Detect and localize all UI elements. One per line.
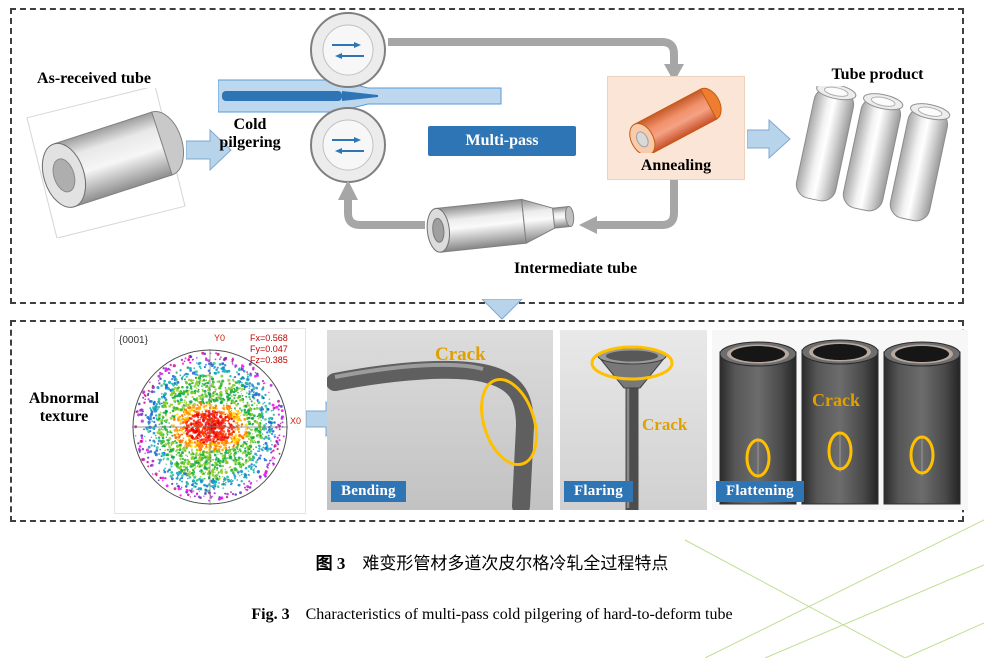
flaring-defect-photo: Crack Flaring [560,330,707,510]
annealed-tube-illustration [629,87,722,153]
caption-cn-text: 难变形管材多道次皮尔格冷轧全过程特点 [362,554,669,573]
cold-pilgering-line1: Cold [233,116,267,133]
pole-figure-dots [134,351,285,502]
product-tube-3 [889,103,951,222]
watermark-lines [684,519,984,658]
as-received-tube-illustration [26,88,186,238]
intermediate-tube-illustration [426,198,575,253]
as-received-tube-label: As-received tube [37,70,151,87]
top-roller [310,12,386,88]
crack-ellipse-annotation [909,435,935,475]
crack-ellipse-annotation [745,438,771,478]
flattening-label: Flattening [716,481,804,502]
pole-figure: {0001} Y0 X0 Fx=0.568 Fy=0.047 Fz=0.385 [114,328,306,514]
orange-cylinder [629,87,722,153]
product-tube-2 [842,93,904,212]
panel-connector-down-arrow-icon [481,299,523,320]
tube-product-label: Tube product [831,66,924,83]
abnormal-texture-line2: texture [39,408,89,426]
annealing-label: Annealing [640,156,712,174]
flattened-tube-1 [719,341,797,505]
flattened-tube-2 [801,339,879,505]
pole-fz-value: Fz=0.385 [250,355,288,365]
flattened-tube-3 [883,341,961,505]
product-tube-1 [795,86,857,202]
pole-y-label: Y0 [214,333,225,343]
intermediate-cylinder [426,198,575,253]
cold-pilgering-label: Cold pilgering [205,116,295,153]
crack-annotation-text: Crack [435,344,486,365]
flattening-defect-photo: Crack Flattening [712,330,968,510]
flaring-label: Flaring [564,481,633,502]
flow-arrow-right-icon [186,128,232,172]
abnormal-texture-line1: Abnormal [28,390,100,407]
tube-cylinder [41,111,184,208]
multi-pass-label: Multi-pass [428,126,576,156]
crack-annotation-text: Crack [812,390,860,410]
crack-ellipse-annotation [827,431,853,471]
pilger-mill-illustration [218,12,502,183]
tube-product-illustration [795,86,951,222]
caption-en-text: Characteristics of multi-pass cold pilge… [305,606,733,623]
flow-arrow-right-icon [747,118,791,160]
cold-pilgering-line2: pilgering [219,134,281,152]
pole-fy-value: Fy=0.047 [250,344,288,354]
bent-tube [327,360,535,510]
crack-ellipse-annotation [590,345,674,381]
caption-chinese: 图 3 难变形管材多道次皮尔格冷轧全过程特点 [0,549,984,574]
pole-x-label: X0 [290,416,301,426]
annealing-box: Annealing [607,76,745,180]
intermediate-tube-label: Intermediate tube [513,260,638,277]
caption-en-number: Fig. 3 [251,606,290,623]
abnormal-texture-label: Abnormal texture [14,390,114,427]
caption-english: Fig. 3 Characteristics of multi-pass col… [0,606,984,624]
crack-annotation-text: Crack [642,415,688,434]
product-tubes [795,86,951,222]
bending-label: Bending [331,481,406,502]
caption-cn-number: 图 3 [315,554,346,573]
flare-rim-inner [606,350,658,362]
pole-plane-label: {0001} [119,335,149,346]
tube-highlight [334,362,484,379]
bottom-roller [310,107,386,183]
crack-ellipse-annotation [480,377,538,467]
pole-fx-value: Fx=0.568 [250,333,288,343]
bending-defect-photo: Crack Bending [327,330,553,510]
